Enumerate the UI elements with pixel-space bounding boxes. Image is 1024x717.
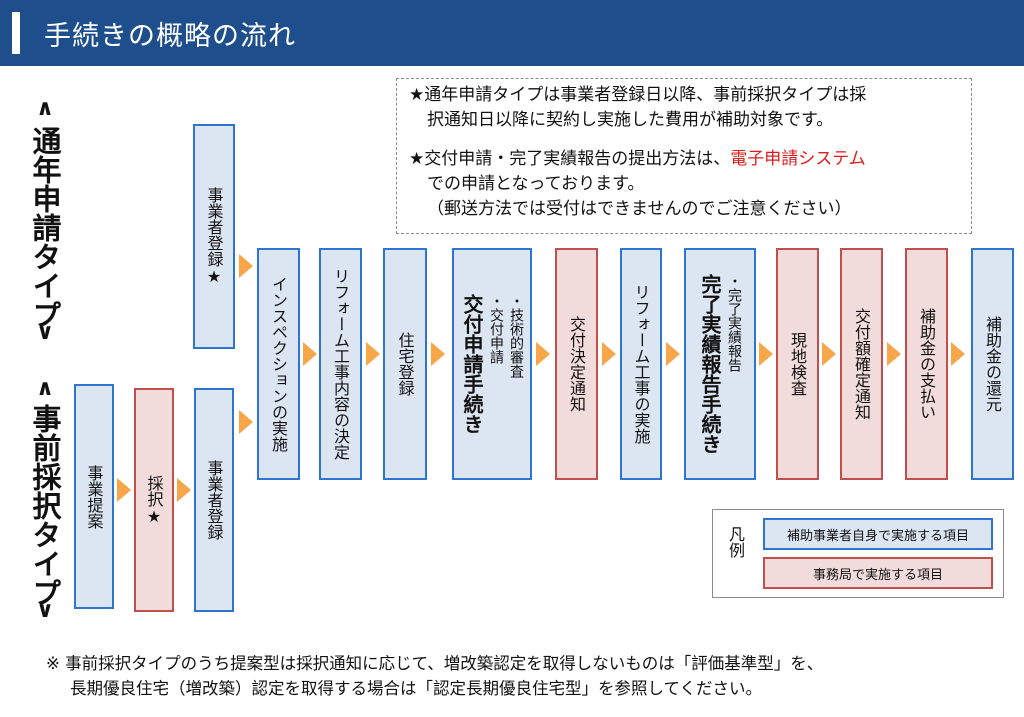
box-refund: 補助金の還元	[971, 248, 1014, 480]
box-label: 採択★	[144, 474, 164, 526]
legend-title: 凡例	[726, 526, 745, 558]
note-gap	[409, 133, 959, 147]
arrow-right-icon	[822, 342, 836, 366]
box-label: 交付申請手続き	[460, 294, 484, 434]
box-advance-register: 事業者登録	[194, 388, 234, 612]
box-proposal: 事業提案	[74, 384, 114, 609]
note-line: ★交付申請・完了実績報告の提出方法は、電子申請システム	[409, 147, 959, 172]
box-inspection: インスペクションの実施	[257, 248, 300, 480]
notes-box: ★通年申請タイプは事業者登録日以降、事前採択タイプは採 択通知日以降に契約し実施…	[396, 78, 972, 234]
box-reform-work: リフォーム工事の実施	[620, 248, 662, 480]
arrow-right-icon	[602, 342, 616, 366]
footnote-line: 長期優良住宅（増改築）認定を取得する場合は「認定長期優良住宅型」を参照してくださ…	[70, 679, 763, 698]
arrow-right-icon	[239, 254, 253, 278]
bracket-open-advance: ∧	[36, 376, 54, 401]
legend-item-self: 補助事業者自身で実施する項目	[763, 518, 993, 550]
box-label: リフォーム工事の実施	[631, 284, 651, 444]
box-grant-application: ・技術的審査 ・交付申請 交付申請手続き	[452, 248, 532, 480]
arrow-right-icon	[759, 342, 773, 366]
arrow-right-icon	[536, 342, 550, 366]
bracket-close-advance: ∨	[36, 598, 54, 623]
box-label: 住宅登録	[395, 332, 415, 396]
box-label: 交付額確定通知	[852, 308, 871, 420]
box-annual-register: 事業者登録★	[193, 124, 235, 349]
box-sublabel: ・交付申請	[488, 294, 504, 364]
box-sublabel: ・完了実績報告	[726, 274, 742, 372]
box-site-inspection: 現地検査	[776, 248, 819, 480]
arrow-right-icon	[666, 342, 680, 366]
note-line: での申請となっております。	[427, 174, 645, 194]
box-completion-report: ・完了実績報告 完了実績報告手続き	[684, 248, 756, 480]
box-selection: 採択★	[134, 388, 174, 612]
arrow-right-icon	[951, 342, 965, 366]
box-payment: 補助金の支払い	[905, 248, 948, 480]
box-sublabel: ・技術的審査	[508, 294, 524, 378]
footnote-line: ※ 事前採択タイプのうち提案型は採択通知に応じて、増改築認定を取得しないものは「…	[46, 654, 824, 673]
note-text: ★交付申請・完了実績報告の提出方法は、	[409, 149, 731, 169]
box-label: リフォーム工事内容の決定	[331, 268, 350, 460]
box-label: 事業者登録★	[204, 187, 224, 286]
arrow-right-icon	[177, 478, 191, 502]
note-line: ★通年申請タイプは事業者登録日以降、事前採択タイプは採	[409, 85, 867, 105]
bracket-open-annual: ∧	[36, 96, 54, 121]
note-line: （郵送方法では受付はできませんのでご注意ください）	[427, 199, 852, 219]
arrow-right-icon	[117, 478, 131, 502]
arrow-right-icon	[431, 342, 445, 366]
box-label: 現地検査	[788, 332, 807, 396]
note-line: 択通知日以降に契約し実施した費用が補助対象です。	[427, 110, 834, 130]
box-reform-decision: リフォーム工事内容の決定	[319, 248, 362, 480]
label-advance-type: 事前採択タイプ	[28, 404, 62, 607]
box-label: 事業者登録	[204, 460, 224, 540]
box-amount-notice: 交付額確定通知	[840, 248, 883, 480]
box-label: 完了実績報告手続き	[698, 274, 722, 454]
box-label: 補助金の支払い	[917, 308, 936, 420]
box-label: 補助金の還元	[983, 316, 1002, 412]
footnote: ※ 事前採択タイプのうち提案型は採択通知に応じて、増改築認定を取得しないものは「…	[46, 651, 823, 701]
label-annual-type: 通年申請タイプ	[28, 126, 62, 329]
arrow-right-icon	[366, 342, 380, 366]
page-title: 手続きの概略の流れ	[44, 21, 296, 52]
arrow-right-icon	[887, 342, 901, 366]
arrow-right-icon	[303, 342, 317, 366]
box-label: インスペクションの実施	[269, 276, 288, 452]
legend-item-office: 事務局で実施する項目	[763, 557, 993, 589]
header-bar: 手続きの概略の流れ	[0, 0, 1024, 66]
box-label: 交付決定通知	[567, 316, 586, 412]
header-accent	[12, 12, 20, 54]
legend: 凡例 補助事業者自身で実施する項目 事務局で実施する項目	[712, 509, 1004, 598]
bracket-close-annual: ∨	[36, 320, 54, 345]
arrow-right-icon	[239, 410, 253, 434]
box-grant-decision: 交付決定通知	[555, 248, 598, 480]
box-label: 事業提案	[84, 464, 104, 529]
note-highlight: 電子申請システム	[730, 149, 866, 169]
box-housing-register: 住宅登録	[383, 248, 427, 480]
